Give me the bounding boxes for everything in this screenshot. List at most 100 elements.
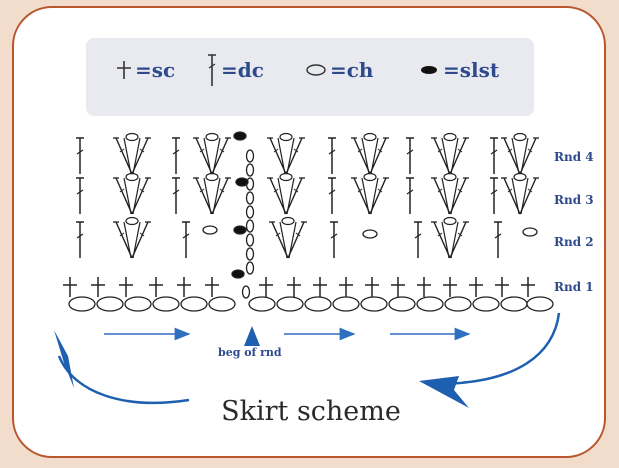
dc-fan-stitch [430, 216, 470, 259]
single-crochet-stitch [118, 276, 134, 298]
chain-stitch [362, 229, 378, 239]
dc-fan-stitch [350, 172, 390, 215]
arrowhead-right-icon [419, 376, 469, 408]
legend-sc: =sc [116, 58, 175, 82]
dc-fan-stitch [112, 132, 152, 175]
scheme-title: Skirt scheme [221, 396, 401, 427]
single-crochet-stitch [390, 276, 406, 298]
dc-fan-stitch [430, 172, 470, 215]
double-crochet-stitch [327, 177, 337, 215]
turning-chain-stitch [245, 219, 255, 233]
chain-stitch [304, 296, 332, 312]
legend-dc: =dc [206, 52, 264, 88]
legend-slst-label: =slst [443, 58, 500, 82]
chain-stitch [360, 296, 388, 312]
single-crochet-stitch [520, 276, 536, 298]
round-label-3: Rnd 3 [554, 193, 594, 207]
double-crochet-stitch [405, 177, 415, 215]
dc-fan-stitch [112, 172, 152, 215]
chain-stitch [276, 296, 304, 312]
turning-chain-stitch [241, 285, 251, 299]
chain-stitch [96, 296, 124, 312]
single-crochet-stitch [286, 276, 302, 298]
chain-stitch [202, 225, 218, 235]
single-crochet-stitch [148, 276, 164, 298]
chain-stitch [416, 296, 444, 312]
single-crochet-stitch [258, 276, 274, 298]
turning-chain-stitch [245, 247, 255, 261]
sc-symbol-icon [117, 61, 131, 79]
chain-stitch [444, 296, 472, 312]
chain-stitch [180, 296, 208, 312]
chain-stitch [332, 296, 360, 312]
beg-of-round-label: beg of rnd [218, 346, 282, 359]
round-label-4: Rnd 4 [554, 150, 594, 164]
turning-chain-stitch [245, 205, 255, 219]
curved-arrow-right [438, 312, 561, 386]
dc-fan-stitch [112, 216, 152, 259]
single-crochet-stitch [90, 276, 106, 298]
double-crochet-stitch [327, 137, 337, 175]
legend-ch: =ch [305, 58, 373, 82]
single-crochet-stitch [338, 276, 354, 298]
slip-stitch [233, 225, 247, 235]
single-crochet-stitch [62, 276, 78, 298]
single-crochet-stitch [494, 276, 510, 298]
single-crochet-stitch [442, 276, 458, 298]
turning-chain-stitch [245, 261, 255, 275]
chain-stitch [472, 296, 500, 312]
dc-fan-stitch [500, 132, 540, 175]
single-crochet-stitch [468, 276, 484, 298]
chain-stitch [526, 296, 554, 312]
turning-chain-stitch [245, 233, 255, 247]
chain-stitch [68, 296, 96, 312]
legend-sc-label: =sc [135, 58, 176, 82]
turning-chain-stitch [245, 149, 255, 163]
double-crochet-stitch [171, 177, 181, 215]
chain-stitch [124, 296, 152, 312]
curved-arrow-left [57, 355, 190, 404]
crochet-diagram [54, 131, 561, 408]
chain-stitch [208, 296, 236, 312]
slst-symbol-icon [421, 66, 437, 74]
beg-of-round-marker-icon [244, 326, 260, 346]
dc-fan-stitch [430, 132, 470, 175]
dc-fan-stitch [350, 132, 390, 175]
dc-fan-stitch [500, 172, 540, 215]
slip-stitch [231, 269, 245, 279]
chain-stitch [388, 296, 416, 312]
double-crochet-stitch [171, 137, 181, 175]
arrowhead-left-icon [54, 330, 74, 388]
dc-fan-stitch [268, 216, 308, 259]
turning-chain-stitch [245, 163, 255, 177]
double-crochet-stitch [75, 221, 85, 259]
round-label-1: Rnd 1 [554, 280, 594, 294]
turning-chain-stitch [245, 191, 255, 205]
chain-stitch [248, 296, 276, 312]
legend-dc-label: =dc [221, 58, 264, 82]
double-crochet-stitch [489, 177, 499, 215]
double-crochet-stitch [493, 221, 503, 259]
double-crochet-stitch [181, 221, 191, 259]
double-crochet-stitch [75, 137, 85, 175]
chain-stitch [522, 227, 538, 237]
double-crochet-stitch [489, 137, 499, 175]
legend-panel: =sc =dc =ch =slst [86, 38, 534, 116]
double-crochet-stitch [405, 137, 415, 175]
chain-stitch [152, 296, 180, 312]
slip-stitch [233, 131, 247, 141]
double-crochet-stitch [329, 221, 339, 259]
scheme-card: =sc =dc =ch =slst [12, 6, 606, 458]
double-crochet-stitch [75, 177, 85, 215]
chain-stitch [500, 296, 528, 312]
single-crochet-stitch [312, 276, 328, 298]
single-crochet-stitch [176, 276, 192, 298]
single-crochet-stitch [416, 276, 432, 298]
dc-fan-stitch [266, 132, 306, 175]
double-crochet-stitch [413, 221, 423, 259]
round-label-2: Rnd 2 [554, 235, 594, 249]
legend-slst: =slst [418, 58, 499, 82]
legend-ch-label: =ch [330, 58, 374, 82]
dc-fan-stitch [266, 172, 306, 215]
slip-stitch [235, 177, 249, 187]
